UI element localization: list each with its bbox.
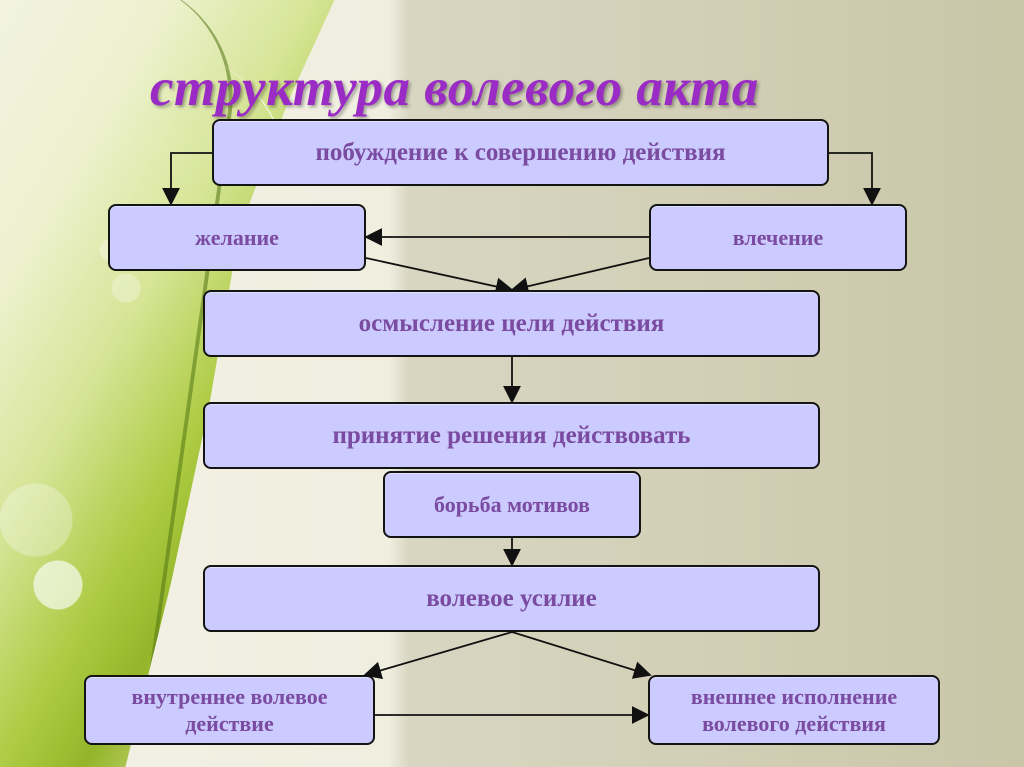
node-goal-understanding: осмысление цели действия (203, 290, 820, 357)
node-motives-label: борьба мотивов (433, 491, 591, 517)
node-stimulus-label: побуждение к совершению действия (315, 138, 726, 166)
node-desire-label: желание (195, 224, 279, 250)
node-external-line-2: волевого действия (702, 711, 886, 736)
node-stimulus: побуждение к совершению действия (212, 119, 829, 186)
slide-title: структура волевого акта (150, 59, 759, 117)
arrow-drive-to-goal (510, 257, 650, 296)
node-decision: принятие решения действовать (203, 402, 820, 469)
node-goal-label: осмысление цели действия (358, 309, 665, 337)
node-motives-struggle: борьба мотивов (383, 471, 641, 538)
arrow-desire-to-goal (365, 257, 514, 296)
node-desire: желание (108, 204, 366, 271)
node-external-execution: внешнее исполнение волевого действия (648, 675, 940, 745)
node-drive-label: влечение (732, 224, 824, 250)
node-internal-line-2: действие (185, 711, 274, 736)
node-internal-line-1: внутреннее волевое (131, 683, 328, 709)
node-decision-label: принятие решения действовать (332, 421, 691, 449)
node-volitional-effort: волевое усилие (203, 565, 820, 632)
arrow-stimulus-to-drive (829, 152, 881, 206)
arrow-effort-to-internal (363, 631, 513, 680)
node-internal-action: внутреннее волевое действие (84, 675, 375, 745)
node-effort-label: волевое усилие (426, 584, 597, 612)
arrow-effort-to-external (511, 631, 652, 679)
node-drive: влечение (649, 204, 907, 271)
node-external-line-1: внешнее исполнение (690, 683, 898, 709)
